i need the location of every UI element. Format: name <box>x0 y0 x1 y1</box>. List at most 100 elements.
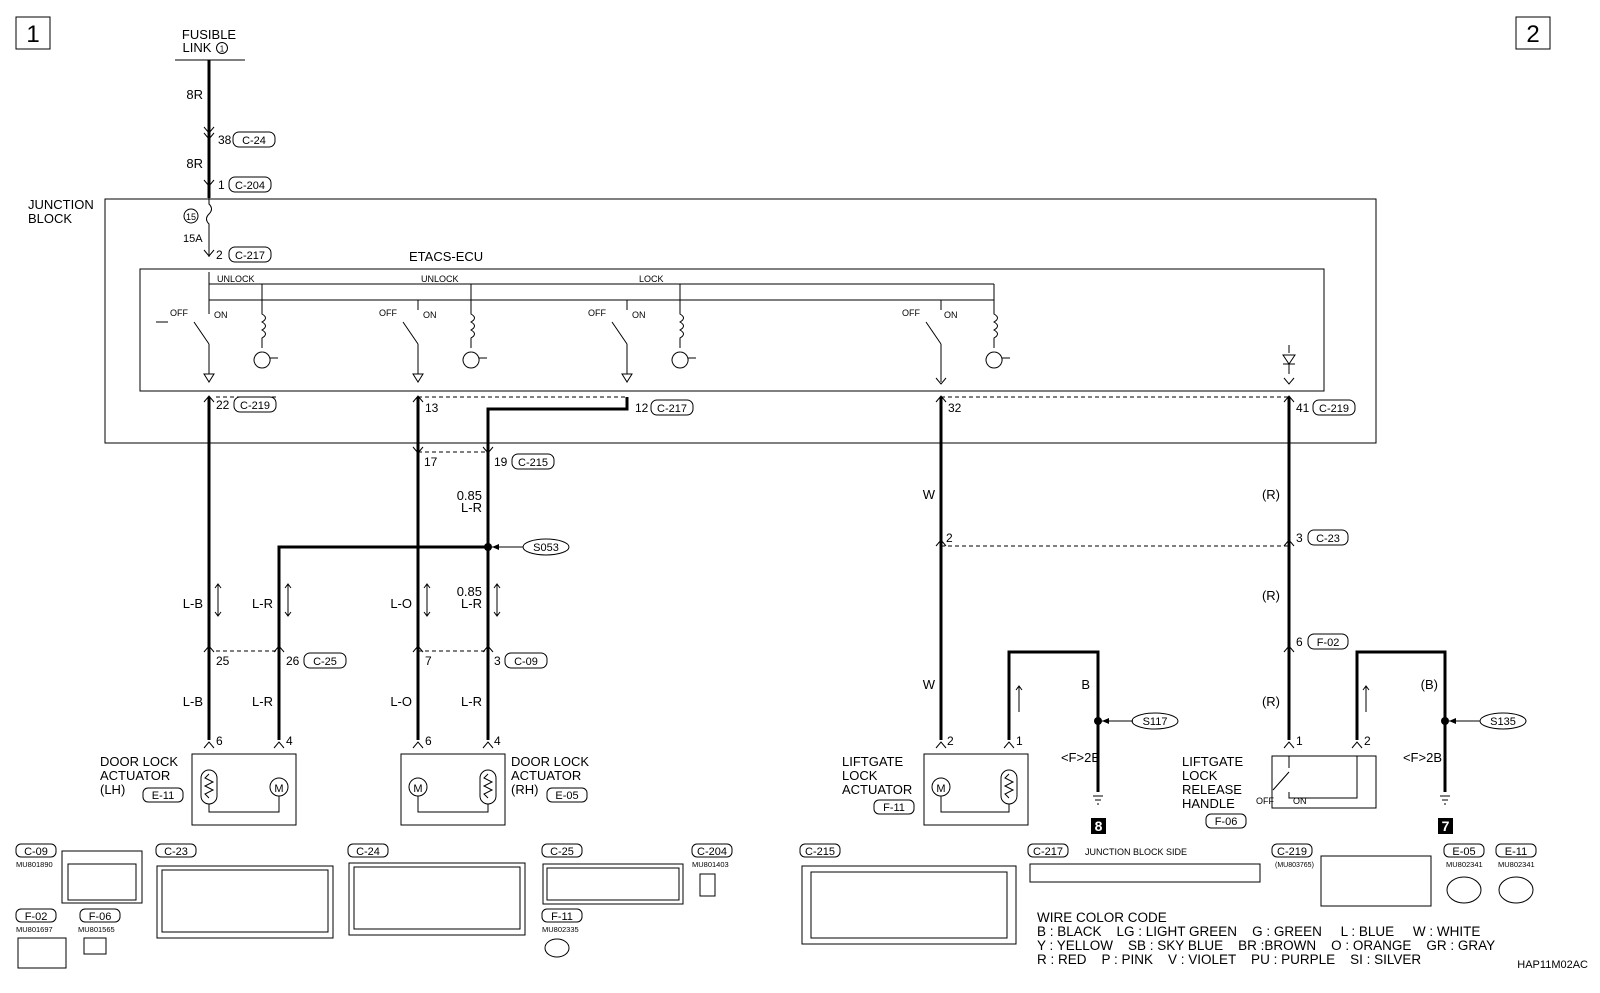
svg-text:BLOCK: BLOCK <box>28 211 72 226</box>
svg-text:19: 19 <box>494 455 508 469</box>
svg-text:MU802341: MU802341 <box>1446 860 1483 869</box>
svg-text:S053: S053 <box>533 542 559 554</box>
connector-face-c217: C-217 JUNCTION BLOCK SIDE <box>1027 843 1261 883</box>
svg-text:6: 6 <box>425 734 432 748</box>
connector-face-c25: C-25 <box>541 843 684 905</box>
svg-text:S117: S117 <box>1143 716 1168 728</box>
splice-s053: S053 <box>492 538 570 556</box>
svg-text:M: M <box>936 783 945 795</box>
svg-text:1: 1 <box>220 45 225 54</box>
ground-8: <F>2B 8 <box>1061 750 1106 834</box>
svg-text:7: 7 <box>1442 818 1450 834</box>
svg-text:L-O: L-O <box>390 694 412 709</box>
svg-text:C-215: C-215 <box>805 846 835 858</box>
svg-text:F-06: F-06 <box>89 911 112 923</box>
svg-text:(R): (R) <box>1262 487 1280 502</box>
connector-face-c215: C-215 <box>799 843 1017 945</box>
svg-text:(B): (B) <box>1421 677 1438 692</box>
svg-text:C-219: C-219 <box>1277 846 1307 858</box>
svg-text:F-11: F-11 <box>883 802 905 814</box>
svg-text:E-05: E-05 <box>555 790 578 802</box>
svg-text:C-219: C-219 <box>240 400 270 412</box>
svg-text:C-217: C-217 <box>235 250 265 262</box>
svg-text:C-09: C-09 <box>514 656 538 668</box>
svg-text:DOOR LOCK: DOOR LOCK <box>511 754 589 769</box>
connector-face-f11: F-11 MU802335 <box>541 908 583 958</box>
svg-text:M: M <box>274 783 283 795</box>
door-lock-actuator-rh: 6 4 DOOR LOCK ACTUATOR (RH) E-05 M <box>400 734 589 826</box>
svg-text:MU801697: MU801697 <box>16 925 53 934</box>
svg-text:E-05: E-05 <box>1452 846 1475 858</box>
connector-tag-c217-b: C-217 <box>650 399 694 416</box>
svg-text:0.85: 0.85 <box>457 584 482 599</box>
svg-text:C-219: C-219 <box>1319 403 1349 415</box>
svg-text:HANDLE: HANDLE <box>1182 796 1235 811</box>
svg-text:C-09: C-09 <box>24 846 48 858</box>
svg-text:6: 6 <box>216 734 223 748</box>
svg-text:1: 1 <box>26 21 39 48</box>
svg-text:C-204: C-204 <box>697 846 727 858</box>
connector-face-f06: F-06 MU801565 <box>78 908 121 955</box>
svg-text:C-25: C-25 <box>550 846 574 858</box>
svg-text:6: 6 <box>1296 635 1303 649</box>
svg-text:2: 2 <box>946 531 953 545</box>
svg-text:C-204: C-204 <box>235 180 265 192</box>
svg-text:2: 2 <box>216 248 223 262</box>
svg-text:OFF: OFF <box>588 308 606 318</box>
svg-text:R : RED P : PINK V : VIO: R : RED P : PINK V : VIOLET PU : PURPLE … <box>1037 952 1421 967</box>
svg-text:C-217: C-217 <box>1033 846 1063 858</box>
connector-tag-c24: C-24 <box>232 131 276 148</box>
svg-text:F-02: F-02 <box>25 911 48 923</box>
svg-text:FUSIBLE: FUSIBLE <box>182 27 237 42</box>
svg-text:LOCK: LOCK <box>639 274 664 284</box>
svg-text:26: 26 <box>286 654 300 668</box>
svg-text:LOCK: LOCK <box>842 768 878 783</box>
svg-text:MU801890: MU801890 <box>16 860 53 869</box>
svg-text:<F>2B: <F>2B <box>1061 750 1100 765</box>
svg-text:OFF: OFF <box>1256 796 1274 806</box>
svg-text:ON: ON <box>632 310 646 320</box>
svg-text:ETACS-ECU: ETACS-ECU <box>409 249 483 264</box>
splice-s117: S117 <box>1102 712 1179 730</box>
connector-tag-c25: C-25 <box>303 652 347 669</box>
svg-text:OFF: OFF <box>902 308 920 318</box>
document-code: HAP11M02AC <box>1517 959 1588 971</box>
svg-text:F-11: F-11 <box>551 911 573 923</box>
svg-text:ON: ON <box>214 310 228 320</box>
svg-text:UNLOCK: UNLOCK <box>217 274 255 284</box>
svg-text:4: 4 <box>286 734 293 748</box>
svg-text:W: W <box>923 677 936 692</box>
connector-face-f02: F-02 MU801697 <box>15 908 67 969</box>
svg-text:LINK: LINK <box>183 40 212 55</box>
svg-text:RELEASE: RELEASE <box>1182 782 1242 797</box>
svg-text:ACTUATOR: ACTUATOR <box>100 768 170 783</box>
svg-text:L-R: L-R <box>252 694 273 709</box>
connector-tag-c215: C-215 <box>511 453 555 470</box>
svg-text:12: 12 <box>635 401 649 415</box>
page-marker-right: 2 <box>1515 16 1551 50</box>
wire-color-label: 8R <box>186 87 203 102</box>
ground-7: <F>2B 7 <box>1403 750 1453 834</box>
svg-text:MU802341: MU802341 <box>1498 860 1535 869</box>
connector-tag-c09: C-09 <box>504 652 548 669</box>
svg-text:(RH): (RH) <box>511 782 538 797</box>
svg-text:W: W <box>923 487 936 502</box>
svg-text:(LH): (LH) <box>100 782 125 797</box>
wire-harness <box>203 395 1449 792</box>
svg-text:17: 17 <box>424 455 438 469</box>
svg-text:32: 32 <box>948 401 962 415</box>
svg-text:F-02: F-02 <box>1317 637 1340 649</box>
svg-text:1: 1 <box>1016 734 1023 748</box>
svg-text:C-25: C-25 <box>313 656 337 668</box>
connector-face-e05: E-05 MU802341 <box>1443 843 1485 904</box>
svg-text:E-11: E-11 <box>152 790 174 802</box>
svg-text:15: 15 <box>186 212 196 222</box>
svg-text:41: 41 <box>1296 401 1310 415</box>
connector-face-c23: C-23 <box>155 843 334 939</box>
svg-text:0.85: 0.85 <box>457 488 482 503</box>
svg-text:2: 2 <box>947 734 954 748</box>
svg-text:LIFTGATE: LIFTGATE <box>1182 754 1243 769</box>
svg-text:ON: ON <box>1293 796 1307 806</box>
wire-color-code-legend: WIRE COLOR CODE B : BLACK LG : LIGHT GRE… <box>1037 910 1495 967</box>
